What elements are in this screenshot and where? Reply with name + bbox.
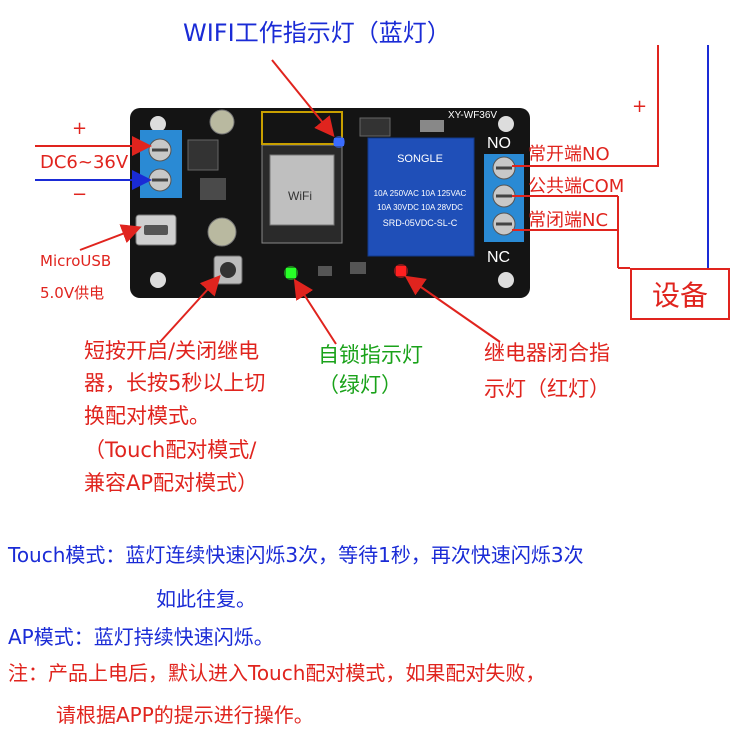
reset-switch (420, 120, 444, 132)
green-led-arrow (293, 278, 337, 345)
button-label-2: 器，长按5秒以上切 (84, 371, 266, 395)
touch-mode-note-1: Touch模式：蓝灯连续快速闪烁3次，等待1秒，再次快速闪烁3次 (8, 543, 584, 567)
green-led-label-1: 自锁指示灯 (318, 343, 423, 367)
terminal-nc-mark: NC (487, 249, 510, 266)
button-arrow (159, 275, 221, 343)
button-label-1: 短按开启/关闭继电 (84, 339, 260, 363)
mount-hole (498, 116, 514, 132)
page-title: WIFI工作指示灯（蓝灯） (183, 19, 451, 47)
no-wire (512, 45, 659, 167)
relay-rating-1: 10A 250VAC 10A 125VAC (374, 189, 467, 198)
relay-brand: SONGLE (397, 153, 443, 165)
mount-hole (150, 116, 166, 132)
wifi-antenna (261, 111, 343, 145)
capacitor-icon (209, 109, 235, 135)
red-led-arrow (404, 275, 501, 343)
power-minus-label: − (72, 184, 88, 205)
power-on-note-1: 注：产品上电后，默认进入Touch配对模式，如果配对失败， (8, 661, 546, 685)
terminal-com-label: 公共端COM (528, 176, 625, 197)
usb-label-2: 5.0V供电 (40, 284, 105, 302)
button-label-5: 兼容AP配对模式） (84, 471, 259, 495)
power-on-note-2: 请根据APP的提示进行操作。 (56, 703, 314, 727)
terminal-no-mark: NO (487, 135, 511, 152)
button-label-3: 换配对模式。 (84, 404, 210, 428)
device-box: 设备 (630, 268, 730, 320)
mount-hole (150, 272, 166, 288)
power-plus-label: + (72, 118, 88, 139)
usb-label-1: MicroUSB (40, 252, 112, 270)
relay-model: SRD-05VDC-SL-C (383, 218, 458, 228)
usb-arrow (79, 224, 142, 251)
relay (367, 137, 475, 257)
red-led-label-2: 示灯（红灯） (484, 377, 610, 401)
red-led-label-1: 继电器闭合指 (484, 341, 610, 365)
button-label-4: （Touch配对模式/ (84, 438, 257, 462)
regulator-chip (187, 139, 219, 171)
touch-mode-note-2: 如此往复。 (156, 587, 256, 611)
wifi-logo: WiFi (288, 189, 312, 203)
capacitor-icon (207, 217, 237, 247)
board-model-text: XY-WF36V (448, 110, 497, 121)
relay-rating-2: 10A 30VDC 10A 28VDC (377, 203, 463, 212)
small-chip (359, 117, 391, 137)
terminal-no-label: 常开端NO (528, 144, 610, 165)
ap-mode-note: AP模式：蓝灯持续快速闪烁。 (8, 625, 274, 649)
wifi-led-arrow (271, 59, 335, 138)
mount-hole (498, 272, 514, 288)
terminal-plus-label: + (632, 96, 648, 117)
power-voltage-label: DC6~36V (40, 152, 129, 173)
green-led-label-2: （绿灯） (318, 373, 402, 397)
inductor (200, 178, 226, 200)
terminal-nc-label: 常闭端NC (528, 210, 609, 231)
